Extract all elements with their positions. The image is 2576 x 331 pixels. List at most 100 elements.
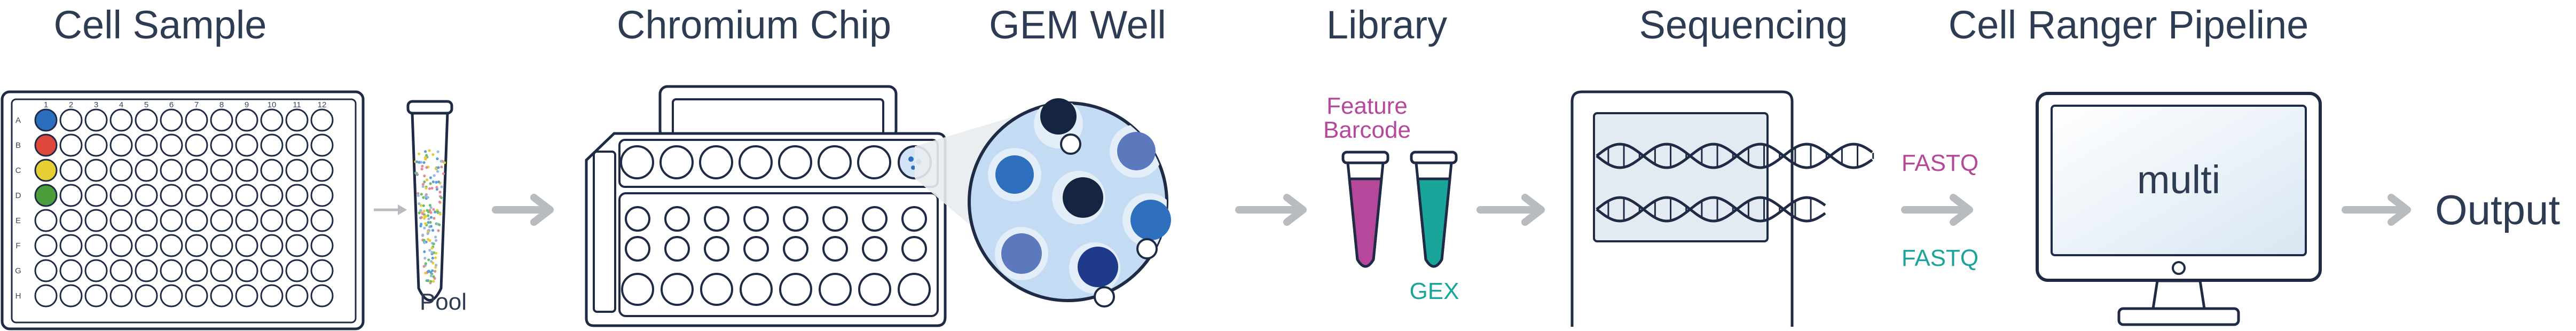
pool-cell-dot — [431, 153, 435, 156]
pool-cell-dot — [425, 154, 428, 157]
plate-well — [260, 259, 284, 282]
plate-well — [109, 209, 133, 232]
pool-cell-dot — [429, 220, 432, 224]
gex-tube — [1410, 151, 1458, 268]
plate-column-label: 8 — [219, 100, 224, 109]
pool-cell-dot — [437, 229, 440, 232]
pool-cell-dot — [429, 206, 433, 209]
pool-cell-dot — [424, 222, 427, 225]
plate-well — [260, 108, 284, 132]
plate-well — [260, 133, 284, 157]
plate-well — [160, 284, 183, 308]
pool-cell-dot — [430, 251, 434, 254]
pool-cell-dot — [421, 183, 425, 186]
gem-bead — [1136, 238, 1158, 259]
plate-well — [160, 234, 183, 257]
plate-well — [109, 159, 133, 182]
pool-cell-dot — [443, 161, 446, 164]
feature-barcode-label-line2: Barcode — [1323, 117, 1411, 143]
plate-well — [59, 234, 83, 257]
pool-cell-dot — [440, 160, 443, 163]
plate-row-label: B — [15, 141, 21, 150]
plate-well — [135, 133, 158, 157]
plate-column-label: 1 — [44, 100, 48, 109]
pool-cell-dot — [428, 149, 431, 152]
arrow-pipeline-to-output — [2342, 194, 2411, 226]
pool-cell-dot — [440, 185, 443, 188]
pool-cell-dot — [434, 210, 437, 214]
pool-cell-dot — [423, 250, 426, 254]
pool-cell-dot — [432, 280, 435, 283]
plate-well — [235, 108, 258, 132]
plate-well — [210, 259, 233, 282]
gem-cell — [1117, 132, 1156, 170]
plate-well — [210, 209, 233, 232]
dna-backbone — [1596, 196, 1826, 223]
pool-cell-dot — [434, 270, 437, 273]
plate-well — [59, 209, 83, 232]
pool-tube: Pool — [406, 100, 467, 315]
pool-cell-dot — [428, 187, 431, 190]
pool-cell-dot — [434, 235, 437, 239]
plate-column-label: 11 — [293, 100, 301, 109]
plate-well — [160, 133, 183, 157]
pool-cell-dot — [427, 221, 430, 224]
pool-label: Pool — [420, 289, 467, 315]
pool-cell-dot — [418, 161, 421, 164]
plate-row-label: D — [15, 191, 21, 200]
pool-cell-dot — [430, 260, 433, 263]
plate-well — [285, 259, 309, 282]
plate-well — [235, 133, 258, 157]
pool-cell-dot — [431, 228, 435, 232]
plate-well — [59, 259, 83, 282]
pool-cell-dot — [435, 251, 438, 255]
plate-well — [135, 259, 158, 282]
pool-cell-dot — [429, 182, 432, 185]
chip-well-small — [664, 236, 690, 262]
plate-well — [185, 209, 208, 232]
pool-cell-dot — [438, 200, 442, 203]
chip-well-small — [743, 236, 769, 262]
gem-cell — [1040, 98, 1077, 135]
pool-cell-dot — [421, 212, 424, 215]
pool-cell-dot — [420, 223, 423, 226]
plate-well — [260, 159, 284, 182]
arrow-sequencing-to-pipeline — [1901, 194, 1973, 226]
plate-well — [260, 184, 284, 207]
plate-well — [135, 108, 158, 132]
plate-well — [310, 184, 334, 207]
pool-cell-dot — [423, 156, 427, 159]
fastq-label-gex: FASTQ — [1902, 245, 1978, 271]
pool-cell-dot — [420, 193, 423, 196]
plate-well — [310, 209, 334, 232]
plate-well — [310, 159, 334, 182]
stage-title-chromium-chip: Chromium Chip — [617, 3, 891, 47]
pool-cell-dot — [414, 172, 418, 175]
plate-well — [84, 259, 108, 282]
monitor-screen — [2051, 105, 2307, 256]
plate-well — [260, 209, 284, 232]
plate-well — [310, 259, 334, 282]
pool-cell-dot — [426, 209, 429, 212]
plate-well — [59, 159, 83, 182]
pool-cell-dot — [427, 270, 430, 273]
plate-well — [34, 209, 58, 232]
pool-cell-dot — [436, 157, 439, 160]
plate-well — [285, 209, 309, 232]
pool-cell-dot — [424, 215, 428, 218]
plate-well — [310, 284, 334, 308]
plate-well — [160, 209, 183, 232]
plate-well — [235, 159, 258, 182]
fastq-outputs: FASTQ FASTQ — [1901, 150, 1978, 271]
pool-cell-dot — [424, 150, 427, 153]
chip-well-small — [901, 236, 927, 262]
chip-well-large — [740, 273, 773, 306]
pool-cell-dot — [419, 209, 422, 212]
plate-well — [109, 133, 133, 157]
chip-well-small — [862, 236, 888, 262]
chip-well-large — [661, 273, 694, 306]
stage-title-gem-well: GEM Well — [989, 3, 1166, 47]
plate-well — [285, 234, 309, 257]
